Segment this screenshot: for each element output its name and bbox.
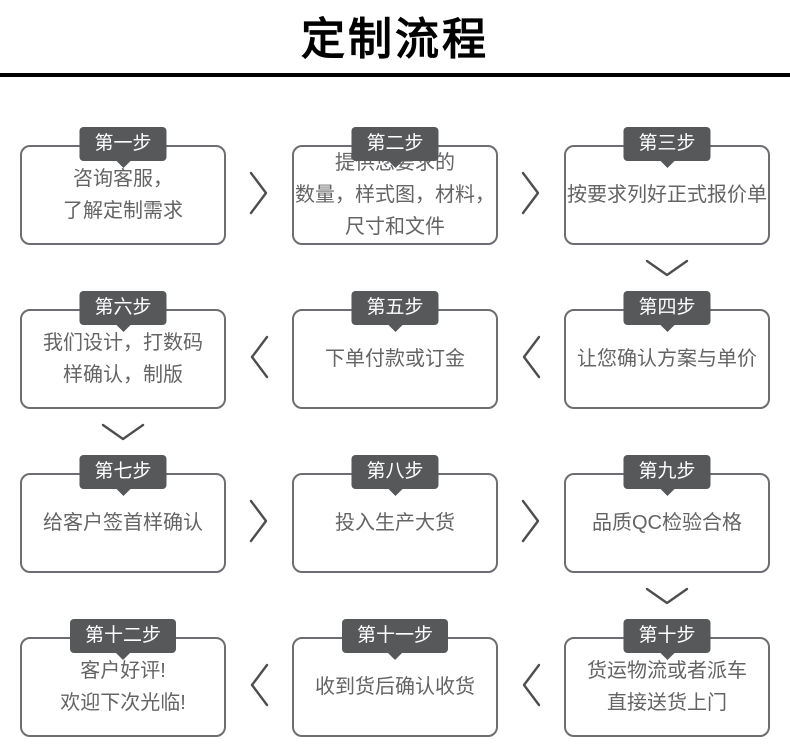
step-text-line: 给客户签首样确认 [43, 512, 203, 534]
step-badge-4: 第四步 [623, 291, 711, 325]
chevron-right-icon [520, 455, 542, 569]
step-text-line: 直接送货上门 [607, 692, 727, 714]
step-card-11: 第十一步 收到货后确认收货 [292, 619, 498, 737]
flow-row-2: 第六步 我们设计，打数码 样确认，制版 第五步 下单付款或订金 第四步 [20, 291, 770, 409]
flow-row-3: 第七步 给客户签首样确认 第八步 投入生产大货 第九步 品质QC检验合 [20, 455, 770, 573]
step-badge-8: 第八步 [351, 455, 439, 489]
chevron-left-icon [248, 619, 270, 733]
step-text-line: 客户好评! [80, 660, 166, 682]
step-card-1: 第一步 咨询客服， 了解定制需求 [20, 127, 226, 245]
step-box-5: 下单付款或订金 [292, 309, 498, 409]
step-text-line: 收到货后确认收货 [315, 676, 475, 698]
title-divider [0, 73, 790, 77]
step-badge-1: 第一步 [79, 127, 167, 161]
step-text-line: 尺寸和文件 [345, 216, 445, 238]
step-card-4: 第四步 让您确认方案与单价 [564, 291, 770, 409]
step-badge-12: 第十二步 [69, 619, 177, 653]
chevron-right-icon [248, 455, 270, 569]
step-badge-7: 第七步 [79, 455, 167, 489]
step-card-12: 第十二步 客户好评! 欢迎下次光临! [20, 619, 226, 737]
flow-connector-2 [20, 409, 770, 455]
flow-connector-1 [20, 245, 770, 291]
step-text-line: 我们设计，打数码 [43, 332, 203, 354]
step-text-line: 货运物流或者派车 [587, 660, 747, 682]
flow-connector-3 [20, 573, 770, 619]
process-flowchart: 第一步 咨询客服， 了解定制需求 第二步 提供您要求的 数量，样式图，材料， 尺… [0, 127, 790, 737]
chevron-left-icon [520, 619, 542, 733]
step-text-line: 按要求列好正式报价单 [567, 184, 767, 206]
chevron-down-icon [100, 422, 146, 442]
step-box-9: 品质QC检验合格 [564, 473, 770, 573]
chevron-down-icon [644, 258, 690, 278]
step-badge-5: 第五步 [351, 291, 439, 325]
step-text-line: 了解定制需求 [63, 200, 183, 222]
step-card-7: 第七步 给客户签首样确认 [20, 455, 226, 573]
step-badge-9: 第九步 [623, 455, 711, 489]
step-badge-2: 第二步 [351, 127, 439, 161]
step-card-3: 第三步 按要求列好正式报价单 [564, 127, 770, 245]
step-box-7: 给客户签首样确认 [20, 473, 226, 573]
step-text-line: 投入生产大货 [335, 512, 455, 534]
step-text-line: 品质QC检验合格 [592, 512, 742, 534]
step-card-6: 第六步 我们设计，打数码 样确认，制版 [20, 291, 226, 409]
step-text-line: 数量，样式图，材料， [295, 184, 495, 206]
step-card-5: 第五步 下单付款或订金 [292, 291, 498, 409]
step-badge-6: 第六步 [79, 291, 167, 325]
step-text-line: 下单付款或订金 [325, 348, 465, 370]
step-card-10: 第十步 货运物流或者派车 直接送货上门 [564, 619, 770, 737]
step-text-line: 样确认，制版 [63, 364, 183, 386]
step-text-line: 让您确认方案与单价 [577, 348, 757, 370]
flow-row-4: 第十二步 客户好评! 欢迎下次光临! 第十一步 收到货后确认收货 第十步 [20, 619, 770, 737]
chevron-left-icon [248, 291, 270, 405]
step-text-line: 咨询客服， [73, 168, 173, 190]
step-card-2: 第二步 提供您要求的 数量，样式图，材料， 尺寸和文件 [292, 127, 498, 245]
step-badge-10: 第十步 [623, 619, 711, 653]
chevron-right-icon [520, 127, 542, 241]
chevron-right-icon [248, 127, 270, 241]
step-text-line: 欢迎下次光临! [60, 692, 186, 714]
chevron-left-icon [520, 291, 542, 405]
step-badge-11: 第十一步 [341, 619, 449, 653]
step-card-8: 第八步 投入生产大货 [292, 455, 498, 573]
chevron-down-icon [644, 586, 690, 606]
step-badge-3: 第三步 [623, 127, 711, 161]
flow-row-1: 第一步 咨询客服， 了解定制需求 第二步 提供您要求的 数量，样式图，材料， 尺… [20, 127, 770, 245]
step-card-9: 第九步 品质QC检验合格 [564, 455, 770, 573]
page-title: 定制流程 [301, 15, 489, 64]
